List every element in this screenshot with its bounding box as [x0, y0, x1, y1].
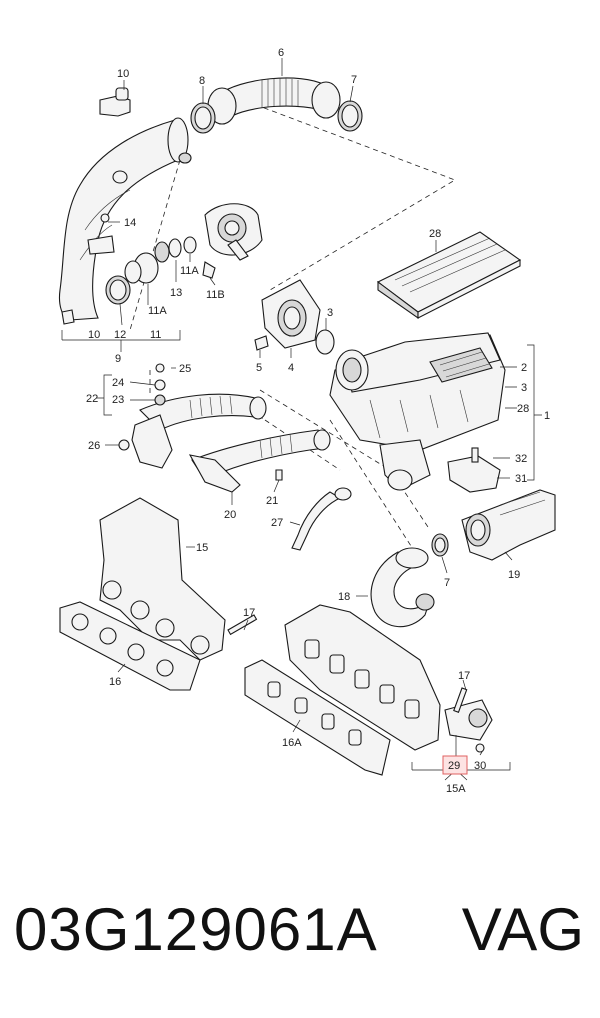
callout-13: 13	[170, 287, 182, 299]
highlight-box-29	[442, 755, 468, 775]
callout-7: 7	[351, 74, 357, 86]
callout-26: 26	[88, 440, 100, 452]
callout-labels: 10 8 6 7 14 11A 13 11B 10 12 11 11A 9 28…	[86, 47, 550, 795]
pressure-pipe-group	[61, 203, 263, 325]
part-number: 03G129061A	[14, 896, 378, 963]
callout-12: 12	[114, 329, 126, 341]
callout-2: 2	[521, 362, 527, 374]
callout-3-right: 3	[521, 382, 527, 394]
part-27-breather-hose	[291, 487, 352, 551]
callout-21: 21	[266, 495, 278, 507]
callout-23: 23	[112, 394, 124, 406]
exploded-parts-diagram: 10 8 6 7 14 11A 13 11B 10 12 11 11A 9 28…	[58, 47, 556, 795]
callout-20: 20	[224, 509, 236, 521]
callout-25: 25	[179, 363, 191, 375]
part-6-corrugated-hose	[190, 77, 363, 134]
part-10-connector	[99, 80, 131, 117]
part-19-intake-duct	[461, 489, 556, 561]
callout-15: 15	[196, 542, 208, 554]
part-1-air-filter-housing	[329, 332, 506, 491]
callout-27: 27	[271, 517, 283, 529]
callout-7-lower: 7	[444, 577, 450, 589]
brand-name: VAG	[461, 896, 584, 963]
callout-3: 3	[327, 307, 333, 319]
part-18-intake-hose	[370, 533, 449, 628]
part-28-filter-element	[376, 231, 522, 320]
callout-19: 19	[508, 569, 520, 581]
callout-11B: 11B	[206, 289, 225, 301]
part-number-footer: 03G129061A VAG	[14, 895, 594, 985]
leader-lines	[61, 58, 542, 781]
callout-17: 17	[243, 607, 255, 619]
callout-24: 24	[112, 377, 124, 389]
callout-32: 32	[515, 453, 527, 465]
callout-11: 11	[150, 329, 161, 341]
charge-air-hose-left	[58, 117, 192, 321]
part-31-bracket	[447, 447, 501, 493]
callout-9: 9	[115, 353, 121, 365]
callout-17-lower: 17	[458, 670, 470, 682]
callout-11A: 11A	[180, 265, 199, 277]
part-20-intake-pipe	[188, 429, 331, 493]
part-22-intake-pipe	[118, 363, 267, 469]
callout-29: 29	[448, 760, 460, 772]
callout-1: 1	[544, 410, 550, 422]
part-16A-gasket	[244, 659, 391, 776]
callout-31: 31	[515, 473, 527, 485]
part-15A-intake-manifold	[284, 604, 493, 753]
callout-28-right: 28	[517, 403, 529, 415]
dashed-guide-lines	[129, 94, 456, 561]
callout-15A: 15A	[446, 783, 466, 795]
callout-10: 10	[117, 68, 129, 80]
callout-22: 22	[86, 393, 98, 405]
callout-28: 28	[429, 228, 441, 240]
callout-16A: 16A	[282, 737, 302, 749]
callout-10-lower: 10	[88, 329, 100, 341]
callout-16: 16	[109, 676, 121, 688]
callout-14: 14	[124, 217, 136, 229]
callout-4: 4	[288, 362, 294, 374]
callout-6: 6	[278, 47, 284, 59]
callout-18: 18	[338, 591, 350, 603]
callout-5: 5	[256, 362, 262, 374]
callout-11A-lower: 11A	[148, 305, 167, 317]
callout-30: 30	[474, 760, 486, 772]
part-4-air-mass-meter	[254, 279, 335, 355]
part-16-gasket	[59, 601, 201, 691]
callout-8: 8	[199, 75, 205, 87]
